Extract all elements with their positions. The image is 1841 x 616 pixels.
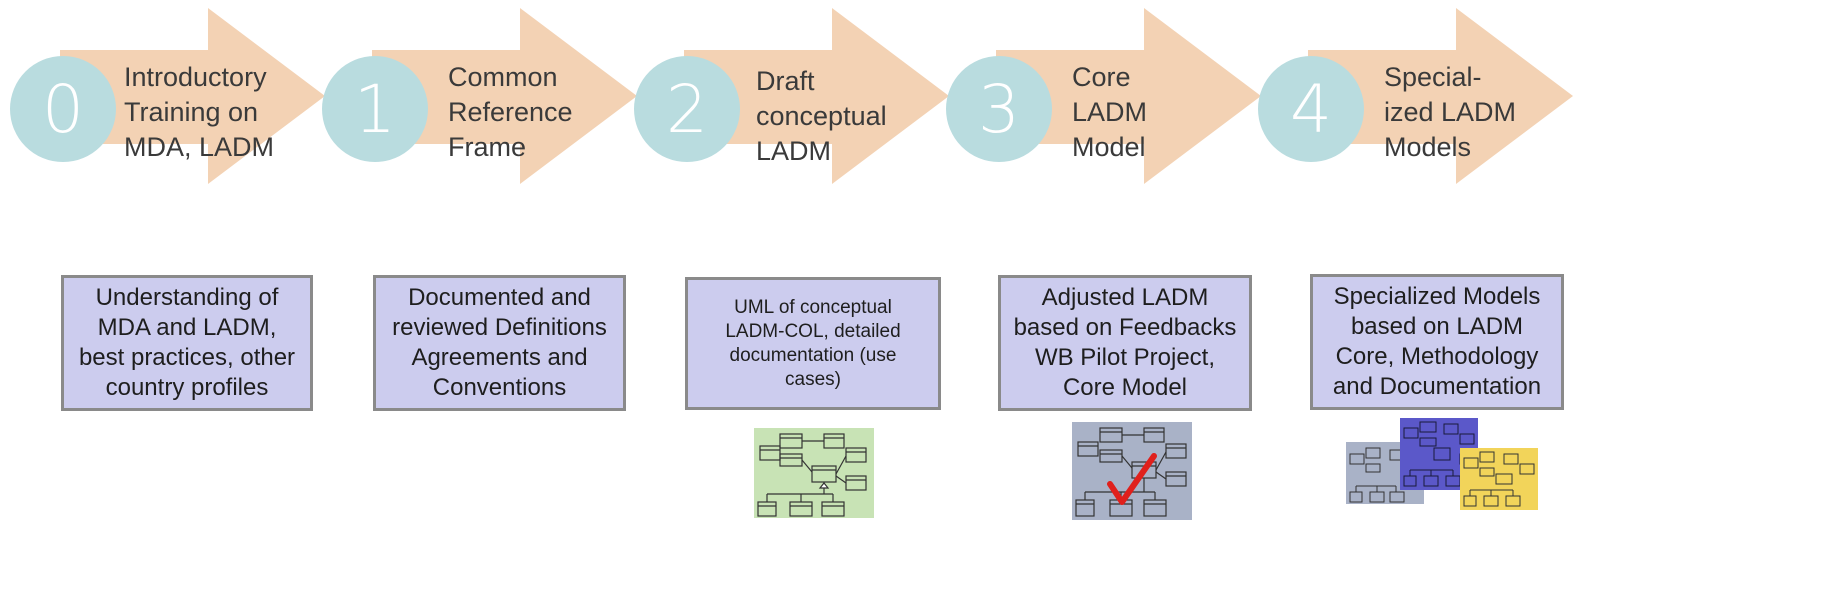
output-line: reviewed Definitions: [392, 314, 607, 341]
step-number-1: 1: [322, 56, 428, 162]
step-number-3: 3: [946, 56, 1052, 162]
output-line: and Documentation: [1332, 373, 1542, 400]
step-label-3: Core LADM Model: [1072, 60, 1147, 165]
step-label-4: Special- ized LADM Models: [1384, 60, 1516, 165]
step-label-line: MDA, LADM: [124, 132, 275, 162]
output-box-2: UML of conceptual LADM-COL, detailed doc…: [685, 277, 941, 410]
step-number-4: 4: [1258, 56, 1364, 162]
arrow-step-3: [996, 8, 1261, 184]
step-label-0: Introductory Training on MDA, LADM: [124, 60, 274, 165]
output-line: Core, Methodology: [1335, 343, 1539, 370]
output-box-0: Understanding of MDA and LADM, best prac…: [61, 275, 313, 411]
output-box-1: Documented and reviewed Definitions Agre…: [373, 275, 626, 411]
output-line: LADM-COL, detailed: [725, 320, 901, 342]
step-label-line: Frame: [448, 132, 527, 162]
step-number-0: 0: [10, 56, 116, 162]
step-label-line: Training on: [124, 97, 259, 127]
output-line: Conventions: [432, 374, 567, 401]
step-label-line: Common: [448, 62, 558, 92]
step-label-line: Models: [1384, 132, 1472, 162]
output-line: Understanding of: [95, 284, 279, 311]
output-line: based on LADM: [1350, 313, 1524, 340]
output-line: Agreements and: [411, 344, 588, 371]
step-label-line: LADM: [756, 136, 832, 166]
output-line: Core Model: [1062, 374, 1188, 401]
arrow-step-4: [1308, 8, 1573, 184]
output-line: WB Pilot Project,: [1034, 344, 1216, 371]
step-label-line: Draft: [756, 66, 815, 96]
step-label-line: Model: [1072, 132, 1146, 162]
output-line: Specialized Models: [1333, 283, 1541, 310]
output-box-3: Adjusted LADM based on Feedbacks WB Pilo…: [998, 275, 1252, 411]
output-line: Adjusted LADM: [1041, 284, 1209, 311]
arrow-step-2: [684, 8, 949, 184]
arrow-step-1: [372, 8, 637, 184]
uml-diagram-stack-icon: [1346, 418, 1538, 515]
arrow-step-0: [60, 8, 325, 184]
output-line: best practices, other: [78, 344, 296, 371]
step-label-line: Core: [1072, 62, 1131, 92]
output-line: UML of conceptual: [734, 296, 892, 318]
output-line: cases): [785, 368, 841, 390]
step-label-1: Common Reference Frame: [448, 60, 573, 165]
uml-diagram-checked-icon: [1072, 422, 1192, 525]
step-label-2: Draft conceptual LADM: [756, 64, 887, 169]
step-label-line: ized LADM: [1384, 97, 1517, 127]
output-line: country profiles: [105, 374, 269, 401]
output-line: MDA and LADM,: [97, 314, 277, 341]
step-number-2: 2: [634, 56, 740, 162]
output-line: Documented and: [408, 284, 591, 311]
uml-diagram-green-icon: [754, 428, 874, 523]
step-label-line: LADM: [1072, 97, 1148, 127]
step-label-line: Reference: [448, 97, 573, 127]
output-line: based on Feedbacks: [1013, 314, 1237, 341]
output-line: documentation (use: [729, 344, 897, 366]
output-box-4: Specialized Models based on LADM Core, M…: [1310, 274, 1564, 410]
step-label-line: Special-: [1384, 62, 1482, 92]
step-label-line: Introductory: [124, 62, 267, 92]
step-label-line: conceptual: [756, 101, 887, 131]
